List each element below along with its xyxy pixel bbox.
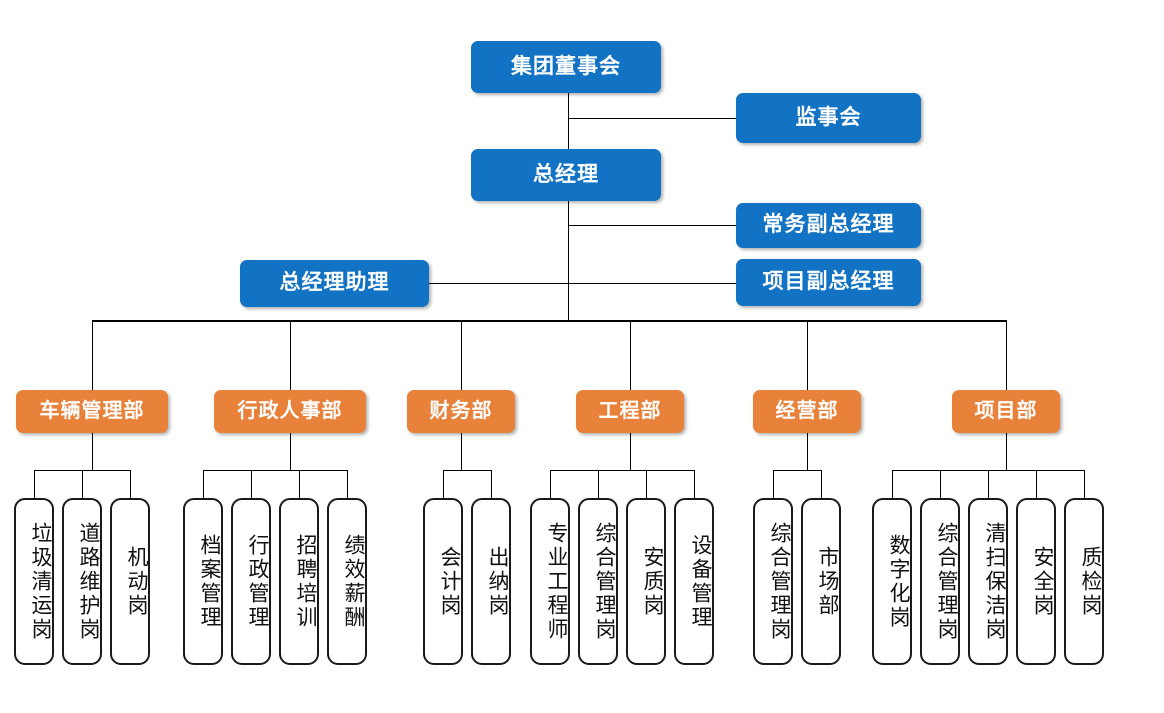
connector-dept-stub-2 [461,433,462,470]
position-box-绩效薪酬[interactable]: 绩效薪酬 [327,498,367,665]
position-box-出纳岗[interactable]: 出纳岗 [471,498,511,665]
connector-leaf-2-1 [491,470,492,498]
position-box-综合管理岗[interactable]: 综合管理岗 [578,498,618,665]
dept-box-项目部[interactable]: 项目部 [952,390,1060,433]
connector-leaf-5-3 [1036,470,1037,498]
connector-bus-to-dept-0 [92,320,93,390]
connector-bus-to-dept-5 [1006,320,1007,390]
connector-leaf-1-2 [299,470,300,498]
connector-leaf-1-3 [347,470,348,498]
connector-leaf-3-1 [598,470,599,498]
connector-board-down [568,93,569,149]
position-box-道路维护岗[interactable]: 道路维护岗 [62,498,102,665]
node-executive-deputy-gm[interactable]: 常务副总经理 [736,203,921,248]
position-box-市场部[interactable]: 市场部 [801,498,841,665]
connector-leaf-3-3 [694,470,695,498]
connector-leaf-5-1 [940,470,941,498]
dept-box-行政人事部[interactable]: 行政人事部 [214,390,366,433]
position-box-会计岗[interactable]: 会计岗 [423,498,463,665]
connector-leaf-1-1 [251,470,252,498]
node-general-manager[interactable]: 总经理 [471,149,661,201]
connector-bus-to-dept-1 [290,320,291,390]
dept-box-工程部[interactable]: 工程部 [576,390,684,433]
position-box-行政管理[interactable]: 行政管理 [231,498,271,665]
node-gm-assistant[interactable]: 总经理助理 [240,260,429,307]
dept-box-经营部[interactable]: 经营部 [753,390,861,433]
node-supervisory-board[interactable]: 监事会 [736,93,921,143]
position-box-设备管理[interactable]: 设备管理 [674,498,714,665]
connector-leaf-1-0 [203,470,204,498]
connector-dept-stub-3 [630,433,631,470]
dept-box-财务部[interactable]: 财务部 [407,390,515,433]
position-box-招聘培训[interactable]: 招聘培训 [279,498,319,665]
position-box-质检岗[interactable]: 质检岗 [1064,498,1104,665]
department-bus [92,320,1007,322]
position-box-专业工程师[interactable]: 专业工程师 [530,498,570,665]
position-box-档案管理[interactable]: 档案管理 [183,498,223,665]
sub-bus-1 [203,470,347,471]
position-box-清扫保洁岗[interactable]: 清扫保洁岗 [968,498,1008,665]
connector-leaf-0-0 [34,470,35,498]
connector-bus-to-dept-3 [630,320,631,390]
position-box-机动岗[interactable]: 机动岗 [110,498,150,665]
connector-bus-to-dept-4 [807,320,808,390]
connector-leaf-0-1 [82,470,83,498]
connector-leaf-2-0 [443,470,444,498]
position-box-数字化岗[interactable]: 数字化岗 [872,498,912,665]
connector-gm-trunk [568,201,569,321]
connector-bus-to-dept-2 [461,320,462,390]
connector-leaf-5-2 [988,470,989,498]
connector-dept-stub-5 [1006,433,1007,470]
connector-leaf-4-0 [773,470,774,498]
position-box-安全岗[interactable]: 安全岗 [1016,498,1056,665]
connector-supervisory [568,118,736,119]
connector-dept-stub-1 [290,433,291,470]
connector-leaf-3-2 [646,470,647,498]
sub-bus-4 [773,470,821,471]
connector-executive-deputy [568,225,736,226]
connector-leaf-3-0 [550,470,551,498]
connector-leaf-4-1 [821,470,822,498]
position-box-综合管理岗[interactable]: 综合管理岗 [920,498,960,665]
position-box-垃圾清运岗[interactable]: 垃圾清运岗 [14,498,54,665]
sub-bus-3 [550,470,694,471]
connector-leaf-5-0 [892,470,893,498]
connector-project-deputy [568,283,736,284]
position-box-综合管理岗[interactable]: 综合管理岗 [753,498,793,665]
sub-bus-2 [443,470,491,471]
dept-box-车辆管理部[interactable]: 车辆管理部 [16,390,168,433]
connector-gm-assistant [429,283,568,284]
connector-dept-stub-0 [92,433,93,470]
node-board[interactable]: 集团董事会 [471,41,661,93]
connector-leaf-0-2 [130,470,131,498]
connector-dept-stub-4 [807,433,808,470]
position-box-安质岗[interactable]: 安质岗 [626,498,666,665]
connector-leaf-5-4 [1084,470,1085,498]
node-project-deputy-gm[interactable]: 项目副总经理 [736,259,921,306]
